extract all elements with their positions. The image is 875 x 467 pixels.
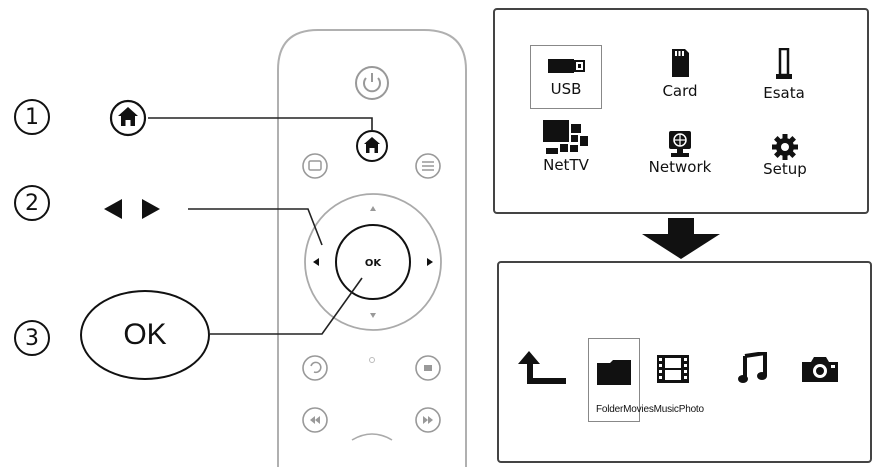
menu-item-card-label: Card (662, 82, 698, 100)
menu-item-usb-label: USB (550, 80, 582, 98)
remote-up-arrow-icon (370, 206, 376, 211)
menu-item-card[interactable]: Card (650, 48, 710, 100)
esata-drive-icon (776, 48, 792, 79)
menu-item-usb[interactable]: USB (530, 45, 602, 109)
remote-right-arrow-icon (427, 258, 433, 266)
media-menu-label: FolderMoviesMusicPhoto (596, 404, 704, 415)
folder-icon (597, 360, 631, 385)
menu-item-nettv[interactable]: NetTV (528, 118, 604, 174)
camera-icon[interactable] (800, 354, 840, 384)
gear-icon (772, 134, 798, 160)
remote-menu-button-icon (415, 153, 441, 179)
ok-button-large: OK (80, 290, 210, 380)
remote-back-button-icon (302, 355, 328, 381)
ok-label-large: OK (123, 318, 167, 351)
nettv-icon (543, 120, 588, 154)
menu-item-setup-label: Setup (763, 160, 807, 178)
usb-drive-icon (548, 59, 585, 73)
step-3-number: 3 (14, 320, 50, 356)
media-item-folder[interactable] (588, 338, 640, 422)
network-icon (669, 131, 691, 157)
menu-item-setup[interactable]: Setup (750, 134, 820, 178)
power-button-icon (355, 66, 389, 100)
menu-item-esata-label: Esata (763, 84, 805, 102)
menu-item-nettv-label: NetTV (543, 156, 589, 174)
remote-ok-label: OK (365, 258, 383, 269)
home-menu-panel (493, 8, 869, 214)
remote-stop-button-icon (415, 355, 441, 381)
music-note-icon[interactable] (737, 352, 767, 384)
callout-line-1 (148, 117, 373, 131)
back-arrow-icon[interactable] (516, 350, 568, 386)
menu-item-network[interactable]: Network (640, 130, 720, 176)
remote-subtitle-button-icon (302, 153, 328, 179)
remote-rewind-button-icon (302, 407, 328, 433)
film-icon[interactable] (656, 354, 690, 384)
menu-item-esata[interactable]: Esata (752, 48, 816, 102)
callout-line-3 (210, 277, 363, 335)
home-button-icon (109, 99, 147, 137)
step-2-number: 2 (14, 185, 50, 221)
down-arrow-icon (642, 218, 720, 259)
remote-ok-button (335, 224, 411, 300)
callout-line-2 (188, 208, 323, 246)
remote-home-button-icon (356, 130, 388, 162)
menu-item-network-label: Network (648, 158, 712, 176)
sd-card-icon (672, 49, 689, 77)
remote-fastforward-button-icon (415, 407, 441, 433)
remote-led-dot (369, 357, 375, 363)
remote-dpad-ring (304, 193, 442, 331)
remote-play-button-edge (351, 433, 393, 441)
remote-left-arrow-icon (313, 258, 319, 266)
remote-down-arrow-icon (370, 313, 376, 318)
remote-control: OK (148, 29, 467, 467)
left-right-arrows-icon (104, 199, 160, 219)
step-1-number: 1 (14, 99, 50, 135)
